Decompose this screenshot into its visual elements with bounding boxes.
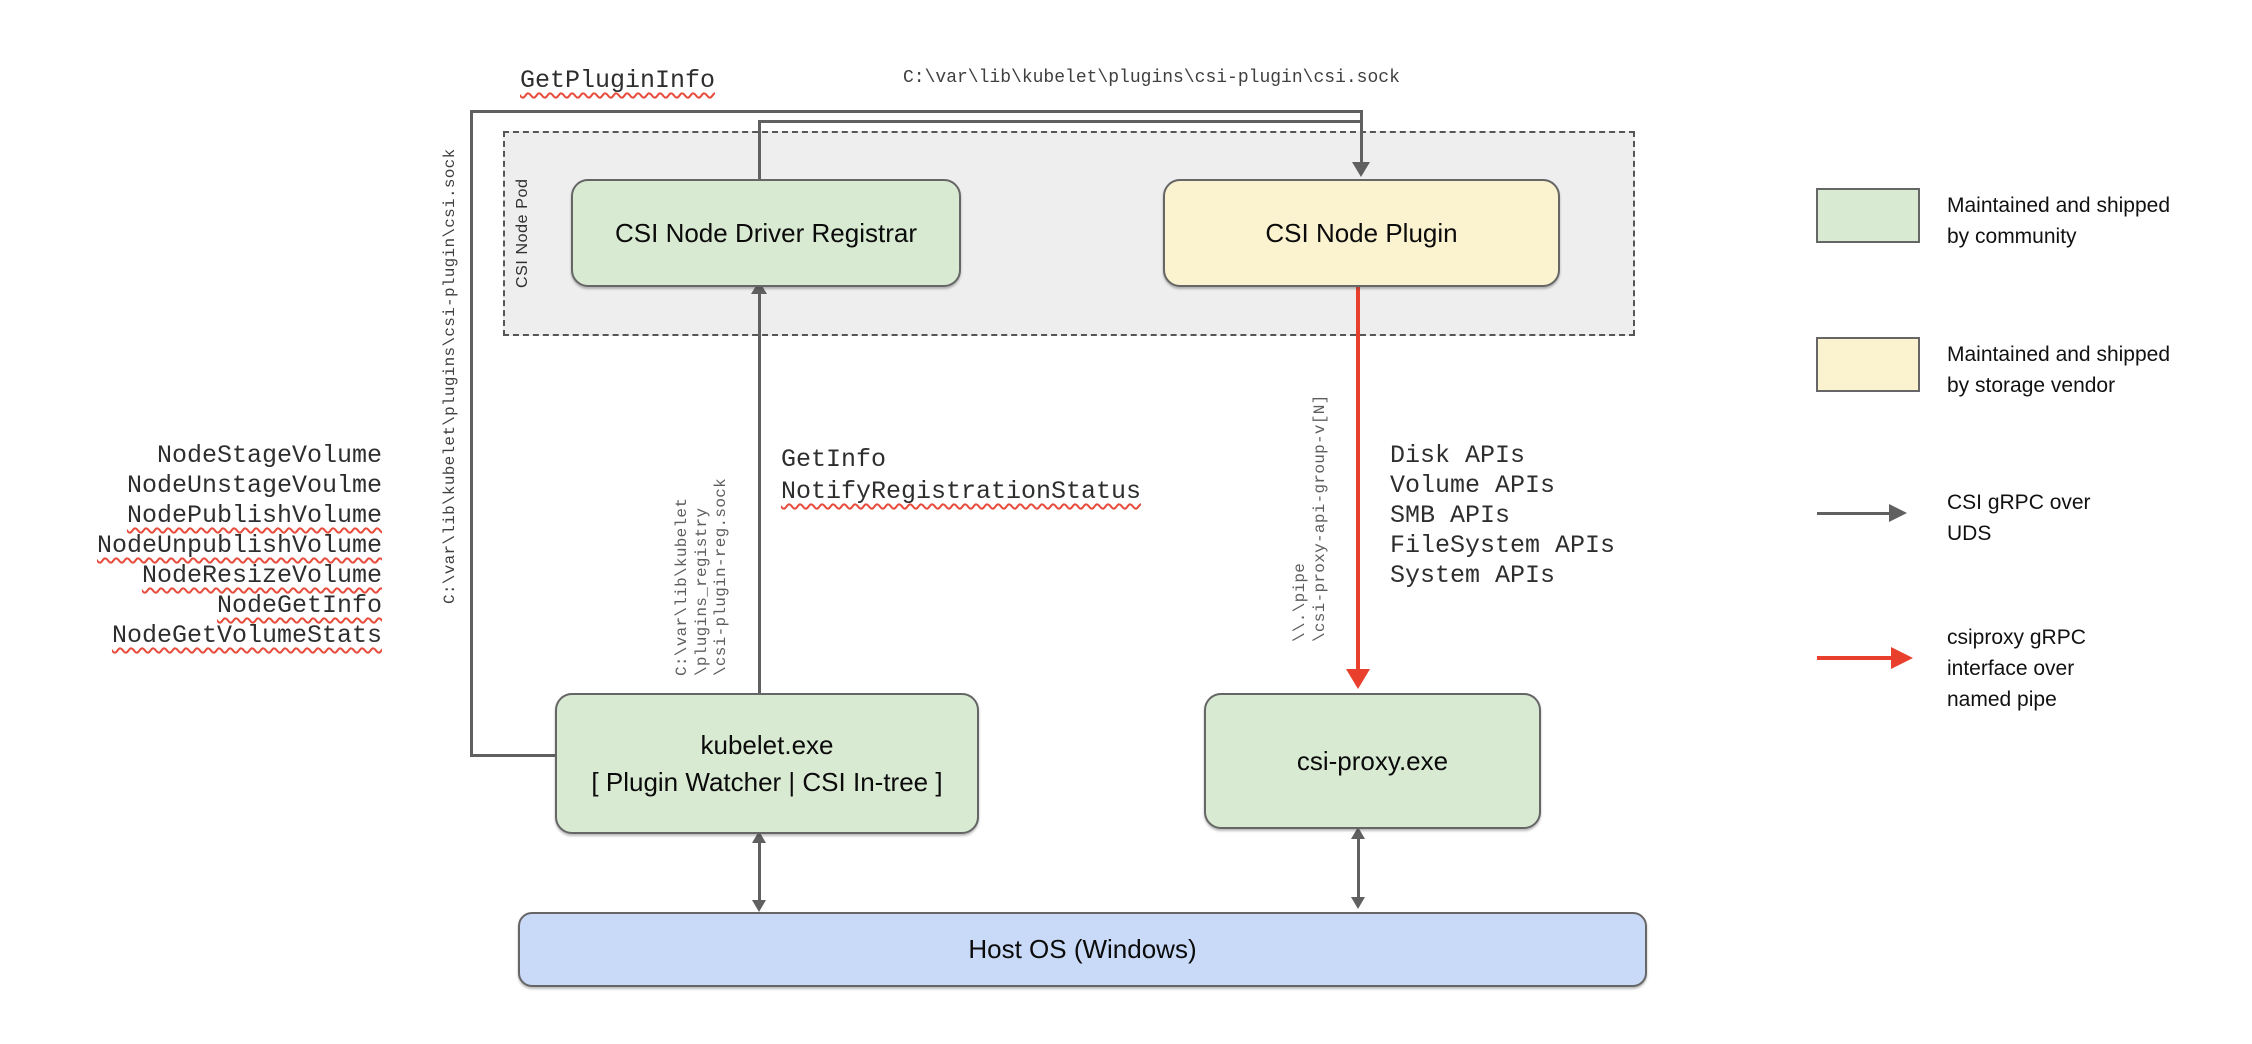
named-pipe-path-label: \\.\pipe \csi-proxy-api-group-v[N] xyxy=(1291,394,1329,642)
uds-line-kubelet-to-plugin-top xyxy=(470,110,1362,113)
proxy-api-item: Volume APIs xyxy=(1390,471,1556,500)
uds-line-kubelet-stub xyxy=(470,754,557,757)
line-proxy-hostos xyxy=(1357,839,1360,898)
csi-proxy-box: csi-proxy.exe xyxy=(1204,693,1541,829)
csi-proxy-label: csi-proxy.exe xyxy=(1296,745,1449,776)
csi-node-plugin-label: CSI Node Plugin xyxy=(1265,217,1458,248)
line-kubelet-hostos xyxy=(758,843,761,901)
legend-uds-label: CSI gRPC over UDS xyxy=(1947,491,2091,545)
host-os-label: Host OS (Windows) xyxy=(968,934,1197,964)
legend-red-arrow xyxy=(1817,656,1893,660)
node-call-item: NodeUnstageVoulme xyxy=(126,471,382,500)
csi-node-pod-label: CSI Node Pod xyxy=(514,178,531,288)
notify-registration-status-label: NotifyRegistrationStatus xyxy=(781,477,1142,506)
legend-community-swatch xyxy=(1816,188,1920,243)
legend-vendor-swatch xyxy=(1816,337,1920,392)
arrowhead-proxy-down xyxy=(1351,897,1365,909)
get-info-label: GetInfo xyxy=(781,445,887,474)
proxy-api-item: FileSystem APIs xyxy=(1390,531,1616,560)
legend-gray-arrowhead xyxy=(1889,504,1907,522)
arrowhead-kubelet-down xyxy=(752,900,766,912)
kubelet-box: kubelet.exe [ Plugin Watcher | CSI In-tr… xyxy=(555,693,979,834)
proxy-api-item: SMB APIs xyxy=(1390,501,1511,530)
arrowhead-kubelet-up xyxy=(752,831,766,843)
uds-line-registrar-up xyxy=(758,120,761,179)
node-calls-list: NodeStageVolume NodeUnstageVoulme NodePu… xyxy=(80,441,382,651)
pipe-line-plugin-to-proxy xyxy=(1356,283,1360,673)
legend-vendor-label: Maintained and shipped by storage vendor xyxy=(1947,343,2171,397)
uds-line-into-plugin xyxy=(1360,110,1363,164)
csi-node-driver-registrar-label: CSI Node Driver Registrar xyxy=(615,217,917,248)
node-call-item: NodePublishVolume xyxy=(126,501,382,530)
legend-red-arrowhead xyxy=(1891,647,1913,669)
legend-gray-arrow xyxy=(1817,512,1891,515)
arrowhead-proxy-up xyxy=(1351,827,1365,839)
csi-sock-path-label-left: C:\var\lib\kubelet\plugins\csi-plugin\cs… xyxy=(441,148,459,604)
uds-line-kubelet-to-registrar xyxy=(758,293,761,693)
csi-node-driver-registrar-box: CSI Node Driver Registrar xyxy=(571,179,961,287)
arrowhead-into-plugin xyxy=(1352,162,1370,177)
proxy-api-list: Disk APIs Volume APIs SMB APIs FileSyste… xyxy=(1390,441,1615,591)
legend-community-label: Maintained and shipped by community xyxy=(1947,194,2171,248)
node-call-item: NodeResizeVolume xyxy=(141,561,382,590)
uds-line-registrar-to-plugin-top xyxy=(758,120,1362,123)
csi-sock-path-label-top: C:\var\lib\kubelet\plugins\csi-plugin\cs… xyxy=(903,68,1400,88)
node-call-item: NodeGetInfo xyxy=(216,591,382,620)
get-plugin-info-label: GetPluginInfo xyxy=(520,66,716,95)
node-call-item: NodeStageVolume xyxy=(156,441,382,470)
kubelet-label: kubelet.exe [ Plugin Watcher | CSI In-tr… xyxy=(591,729,943,797)
arrowhead-into-csi-proxy xyxy=(1346,669,1370,689)
proxy-api-item: Disk APIs xyxy=(1390,441,1526,470)
csi-node-plugin-box: CSI Node Plugin xyxy=(1163,179,1560,287)
node-call-item: NodeGetVolumeStats xyxy=(111,621,382,650)
proxy-api-item: System APIs xyxy=(1390,561,1556,590)
plugin-reg-sock-path-label: C:\var\lib\kubelet \plugins_registry \cs… xyxy=(673,477,730,676)
host-os-box: Host OS (Windows) xyxy=(518,912,1647,987)
node-call-item: NodeUnpublishVolume xyxy=(96,531,382,560)
uds-line-kubelet-to-plugin-left xyxy=(470,110,473,756)
legend-namedpipe-label: csiproxy gRPC interface over named pipe xyxy=(1947,626,2086,711)
